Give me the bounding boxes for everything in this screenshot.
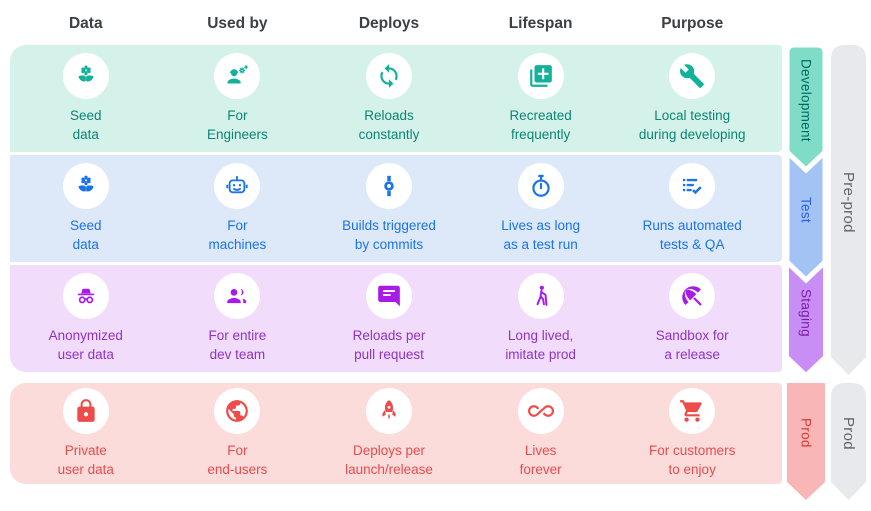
wrench-icon <box>669 53 716 100</box>
column-header-used-by: Used by <box>207 15 268 32</box>
commit-icon <box>365 163 412 210</box>
stopwatch-icon <box>517 163 564 210</box>
cell-label: Private user data <box>57 443 114 477</box>
cell-label: Deploys per launch/release <box>345 443 433 477</box>
env-cell: For end-users <box>162 388 314 479</box>
env-cell: For customers to enjoy <box>616 388 768 479</box>
elderly-icon <box>517 273 564 320</box>
cell-label: Recreated frequently <box>509 108 572 142</box>
group-icon <box>214 273 261 320</box>
chat-icon <box>365 273 412 320</box>
env-cell: Builds triggered by commits <box>313 163 465 254</box>
env-cell: Reloads per pull request <box>313 273 465 364</box>
cell-label: Seed data <box>70 108 102 142</box>
env-cell: Seed data <box>10 53 162 144</box>
column-header-data: Data <box>68 15 103 32</box>
cell-label: For entire dev team <box>208 328 267 362</box>
env-row-development: Seed data For Engineers Reloads constantly… <box>10 45 782 152</box>
prod-group-label: Prod <box>840 416 857 450</box>
env-cell: Anonymized user data <box>10 273 162 364</box>
cart-icon <box>669 388 716 435</box>
checklist-icon <box>669 163 716 210</box>
cell-label: Reloads per pull request <box>352 328 426 362</box>
env-cell: Long lived, imitate prod <box>465 273 617 364</box>
cell-label: Seed data <box>70 218 102 252</box>
cell-label: Local testing during developing <box>638 108 746 142</box>
lock-icon <box>62 388 109 435</box>
env-cell: Lives forever <box>465 388 617 479</box>
cell-label: For customers to enjoy <box>649 443 736 477</box>
env-row-test: Seed data For machines Builds triggered by… <box>10 155 782 262</box>
cell-label: Lives as long as a test run <box>501 218 580 252</box>
column-header-lifespan: Lifespan <box>508 15 573 32</box>
env-cell: Seed data <box>10 163 162 254</box>
infinity-icon <box>517 388 564 435</box>
cell-label: Long lived, imitate prod <box>505 328 576 362</box>
env-cell: Sandbox for a release <box>616 273 768 364</box>
cell-label: Sandbox for a release <box>655 328 729 362</box>
umbrella-icon <box>669 273 716 320</box>
test-ribbon-label: Test <box>798 197 814 223</box>
env-cell: For Engineers <box>162 53 314 144</box>
env-cell: Reloads constantly <box>313 53 465 144</box>
cell-label: Reloads constantly <box>358 108 420 142</box>
cell-label: Anonymized user data <box>48 328 123 362</box>
incognito-icon <box>62 273 109 320</box>
cell-label: For Engineers <box>206 108 268 142</box>
development-ribbon-label: Development <box>798 58 814 142</box>
pre-prod-group-label: Pre-prod <box>840 172 857 233</box>
cell-label: Builds triggered by commits <box>342 218 436 252</box>
env-cell: Runs automated tests & QA <box>616 163 768 254</box>
env-cell: Deploys per launch/release <box>313 388 465 479</box>
env-cell: Local testing during developing <box>616 53 768 144</box>
column-header-deploys: Deploys <box>358 15 420 32</box>
env-cell: Lives as long as a test run <box>465 163 617 254</box>
seed-icon <box>62 53 109 100</box>
column-header-purpose: Purpose <box>661 15 724 32</box>
env-cell: For entire dev team <box>162 273 314 364</box>
sync-icon <box>365 53 412 100</box>
robot-icon <box>214 163 261 210</box>
globe-icon <box>214 388 261 435</box>
env-row-staging: Anonymized user data For entire dev team R… <box>10 265 782 372</box>
cell-label: For machines <box>208 218 267 252</box>
env-cell: Recreated frequently <box>465 53 617 144</box>
rocket-icon <box>365 388 412 435</box>
cell-label: Lives forever <box>519 443 562 477</box>
column-headers: Data Used by Deploys Lifespan Purpose <box>10 10 782 38</box>
engineer-icon <box>214 53 261 100</box>
env-cell: For machines <box>162 163 314 254</box>
cell-label: For end-users <box>207 443 268 477</box>
library-add-icon <box>517 53 564 100</box>
staging-ribbon-label: Staging <box>798 288 814 337</box>
env-cell: Private user data <box>10 388 162 479</box>
seed-icon <box>62 163 109 210</box>
env-row-prod: Private user data For end-users Deploys pe… <box>10 383 782 484</box>
prod-ribbon-label: Prod <box>798 418 814 448</box>
cell-label: Runs automated tests & QA <box>642 218 742 252</box>
